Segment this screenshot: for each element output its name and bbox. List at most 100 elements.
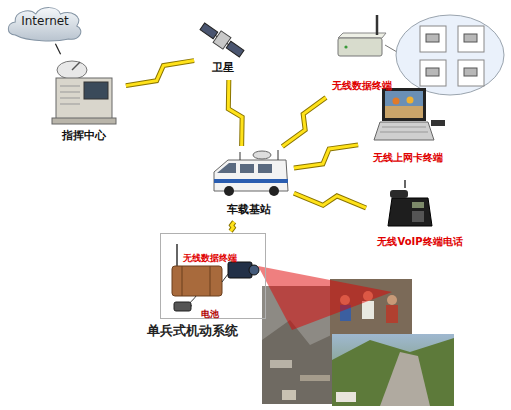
person xyxy=(387,295,397,305)
wheel xyxy=(224,186,234,196)
device-label: 电池 xyxy=(201,309,219,320)
inner-label-node: 无线数据终端 xyxy=(183,246,237,265)
rubble xyxy=(300,375,330,381)
screen xyxy=(84,82,108,99)
antenna xyxy=(176,244,178,268)
vent xyxy=(60,86,80,87)
phone-body xyxy=(388,198,432,226)
system-title: 单兵式机动系统 xyxy=(147,323,238,339)
satellite-icon xyxy=(198,21,245,60)
inner-label-node: 电池 xyxy=(201,302,219,321)
cloud-node: Internet xyxy=(5,4,85,42)
device-label: 卫星 xyxy=(212,61,234,74)
figure xyxy=(407,97,414,104)
terminal-body xyxy=(338,38,382,56)
device-label: 无线上网卡终端 xyxy=(373,152,443,164)
roof-dish xyxy=(253,151,271,159)
network-line xyxy=(55,44,60,54)
wheel xyxy=(269,186,279,196)
vent xyxy=(60,104,80,105)
network-card xyxy=(431,120,445,126)
strap xyxy=(210,266,211,296)
bolt-core xyxy=(126,61,194,86)
panel-arm xyxy=(215,35,217,36)
bolt-outline xyxy=(228,80,242,146)
wireless-bolt xyxy=(294,193,366,208)
antenna xyxy=(376,15,379,35)
device-node: 无线VoIP终端电话 xyxy=(368,186,472,252)
bolt-core xyxy=(294,193,366,208)
van-icon xyxy=(214,150,288,196)
camcorder xyxy=(228,262,252,278)
device-node: 卫星 xyxy=(196,22,250,78)
figure xyxy=(393,98,400,105)
device-node: 无线上网卡终端 xyxy=(360,86,456,168)
cable xyxy=(222,274,228,282)
keyboard xyxy=(382,127,426,128)
bolt-outline xyxy=(126,61,194,86)
device-node: 无线数据终端 xyxy=(320,18,404,96)
icon-space xyxy=(360,86,456,146)
solar-panel xyxy=(200,23,218,39)
wireless-bolt xyxy=(282,97,326,146)
screen-image xyxy=(385,106,423,118)
laptop-icon xyxy=(374,88,445,140)
device-label: 无线数据终端 xyxy=(332,80,392,92)
rubble xyxy=(270,360,292,368)
dish-feed xyxy=(72,62,80,70)
camera-tile xyxy=(458,60,484,86)
wireless-bolt xyxy=(228,80,242,146)
camera-tile xyxy=(420,26,446,52)
building xyxy=(336,392,356,402)
camera-ellipse xyxy=(396,15,504,95)
network-line xyxy=(55,44,60,54)
lens xyxy=(249,265,259,275)
strap xyxy=(182,266,183,296)
bolt-core xyxy=(282,97,326,146)
laptop-base xyxy=(374,122,434,140)
system-frame: 单兵式机动系统无线数据终端电池 xyxy=(160,233,266,319)
wireless-bolt xyxy=(231,222,235,231)
camera-tile xyxy=(458,26,484,52)
led xyxy=(344,45,347,48)
command-center-icon xyxy=(52,61,116,124)
data-terminal-icon xyxy=(338,15,397,56)
backpack xyxy=(172,266,222,296)
camera xyxy=(426,68,439,76)
bolt-core xyxy=(231,222,235,231)
server-box xyxy=(56,78,112,120)
handset xyxy=(390,190,408,198)
van-window xyxy=(217,163,236,173)
device-node: 车载基站 xyxy=(206,148,292,220)
bolt-core xyxy=(228,80,242,146)
bolt-outline xyxy=(231,222,235,231)
wireless-bolt xyxy=(126,61,194,86)
device-label: 车载基站 xyxy=(227,203,271,216)
solar-panel xyxy=(226,41,244,57)
van-window xyxy=(240,164,254,173)
wireless-bolt xyxy=(294,145,358,168)
van-stripe xyxy=(214,179,288,183)
phone-display xyxy=(412,202,424,208)
phone-antenna xyxy=(404,180,406,188)
device-label: 无线VoIP终端电话 xyxy=(377,236,462,248)
person xyxy=(362,301,374,319)
cloud-label: Internet xyxy=(21,14,69,28)
cloud-outline xyxy=(8,8,80,41)
icon-space xyxy=(320,18,404,74)
bolt-outline xyxy=(294,145,358,168)
panel-arm xyxy=(227,43,229,44)
base xyxy=(52,118,116,124)
link-wire xyxy=(385,45,397,52)
landslide-photo xyxy=(332,334,454,406)
soldier-kit xyxy=(172,244,259,311)
icon-space xyxy=(206,148,292,198)
bolt-core xyxy=(294,145,358,168)
roof-antenna xyxy=(240,152,241,160)
bolt-outline xyxy=(294,193,366,208)
landslide xyxy=(380,352,430,406)
icon-space xyxy=(196,22,250,56)
device-label: 指挥中心 xyxy=(62,129,106,142)
battery xyxy=(174,302,191,311)
